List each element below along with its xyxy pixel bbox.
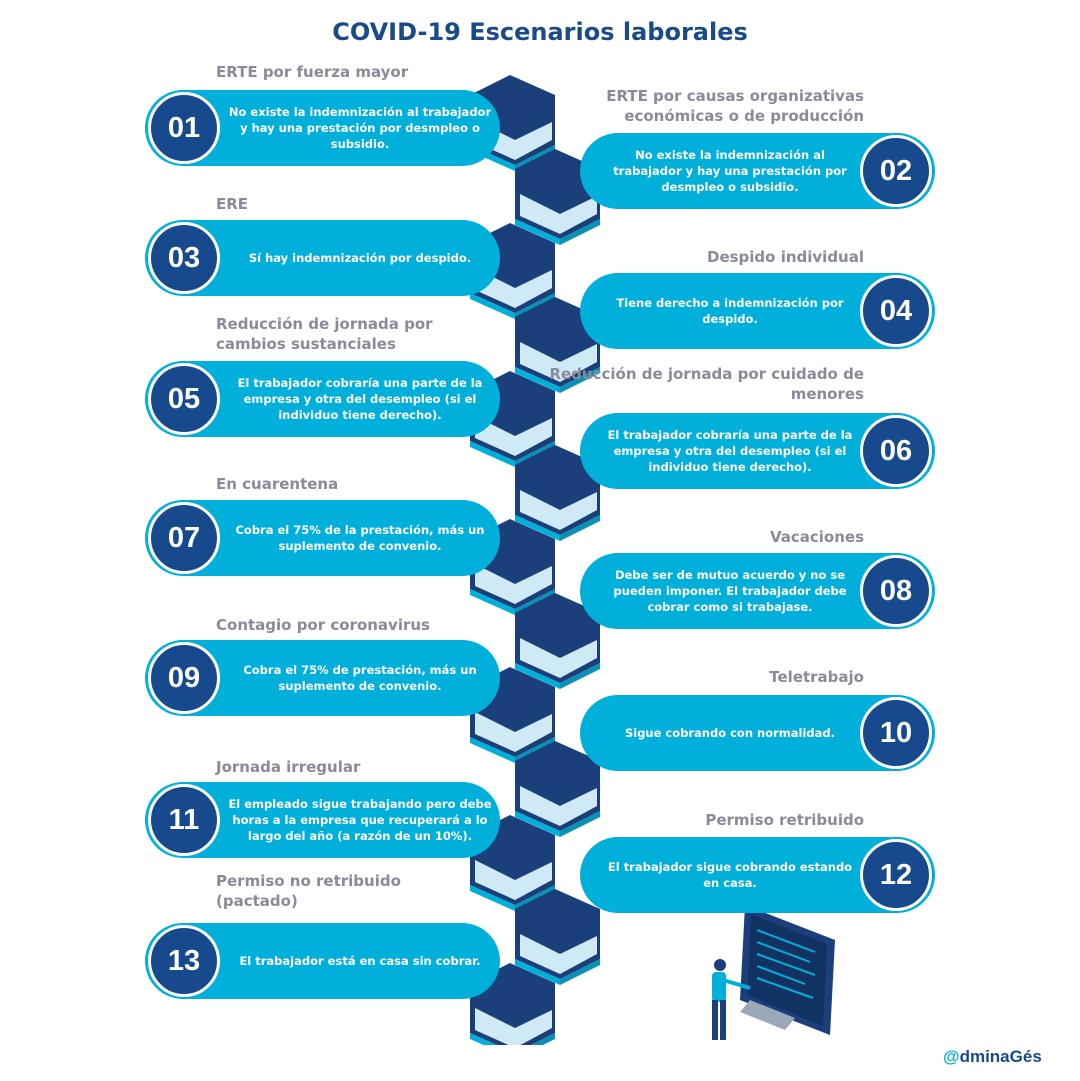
scenario-description: Debe ser de mutuo acuerdo y no se pueden… [613, 568, 847, 614]
scenario-title: Permiso no retribuido (pactado) [216, 872, 401, 910]
scenario-number: 10 [860, 697, 932, 769]
tower-floor-shape [520, 194, 597, 234]
scenario-description: Sigue cobrando con normalidad. [624, 726, 836, 740]
scenario-number: 08 [860, 555, 932, 627]
tower-floor-shape [560, 811, 600, 837]
scenario-description: El trabajador cobraría una parte de la e… [237, 376, 483, 422]
tower-floor-shape [470, 293, 515, 319]
tower-floor-shape [475, 1008, 552, 1045]
scenario-number: 09 [148, 642, 220, 714]
scenario-title: Permiso retribuido [705, 811, 864, 829]
scenario-number: 11 [148, 784, 220, 856]
scenario-description: El trabajador cobraría una parte de la e… [607, 428, 853, 474]
logo-text: dminaGés [959, 1047, 1042, 1066]
scenario-description: Tiene derecho a indemnización por despid… [616, 296, 844, 326]
scenario-card: 02 No existe la indemnización al trabajad… [580, 133, 935, 209]
tower-floor-shape [470, 589, 515, 615]
tower-floor-shape [470, 737, 515, 763]
scenario-title: Vacaciones [769, 528, 864, 546]
tower-floor-shape [515, 515, 560, 541]
tower-floor-shape [560, 515, 600, 541]
scenario-card: 07 Cobra el 75% de la prestación, más un … [145, 500, 500, 576]
scenario-card: 04 Tiene derecho a indemnización por desp… [580, 273, 935, 349]
tower-floor-shape [560, 219, 600, 245]
scenario-number: 12 [860, 839, 932, 911]
scenario-description: Cobra el 75% de la prestación, más un su… [235, 523, 485, 553]
tower-floor-shape [470, 441, 515, 467]
tower-floor-shape [475, 564, 552, 604]
scenario-title: ERTE por fuerza mayor [216, 63, 409, 81]
scenario-description: El empleado sigue trabajando pero debe h… [228, 797, 492, 843]
scenario-title: ERE [216, 195, 249, 213]
tower-floor-shape [531, 1033, 555, 1045]
tower-floor-shape [520, 342, 597, 382]
scenario-description: El trabajador sigue cobrando estando en … [607, 860, 853, 890]
page-title: COVID-19 Escenarios laborales [332, 18, 748, 46]
scenario-description: Cobra el 75% de prestación, más un suple… [243, 663, 477, 693]
scenario-description: No existe la indemnización al trabajador… [228, 105, 492, 151]
tower-floor-shape [470, 1033, 497, 1045]
scenario-title: Despido individual [707, 248, 864, 266]
scenario-number: 13 [148, 925, 220, 997]
scenario-number: 01 [148, 92, 220, 164]
scenario-card: 08 Debe ser de mutuo acuerdo y no se pued… [580, 553, 935, 629]
scenario-description: Sí hay indemnización por despido. [248, 251, 472, 265]
admina-ges-logo: @dminaGés [943, 1047, 1042, 1067]
tower-floor-shape [515, 663, 560, 689]
tower-floor-shape [560, 367, 600, 393]
scenario-description: El trabajador está en casa sin cobrar. [239, 954, 481, 968]
tower-floor-shape [515, 219, 560, 245]
tower-floor-shape [520, 490, 597, 530]
tower-floor-shape [470, 885, 515, 911]
scenario-number: 02 [860, 135, 932, 207]
tower-floor-shape [475, 416, 552, 456]
scenario-number: 03 [148, 222, 220, 294]
scenario-card: 13 El trabajador está en casa sin cobrar. [145, 923, 500, 999]
scenario-number: 07 [148, 502, 220, 574]
tower-floor-shape [560, 663, 600, 689]
scenario-title: Reducción de jornada por cambios sustanc… [216, 315, 433, 353]
tower-floor-shape [515, 367, 560, 393]
scenario-title: ERTE por causas organizativas económicas… [606, 87, 864, 125]
scenario-card: 09 Cobra el 75% de prestación, más un sup… [145, 640, 500, 716]
scenario-title: Contagio por coronavirus [216, 616, 430, 634]
scenario-title: Jornada irregular [216, 758, 361, 776]
tower-floor-shape [515, 959, 560, 985]
tower-floor-shape [560, 959, 600, 985]
scenario-description: No existe la indemnización al trabajador… [613, 148, 847, 194]
computer-user-illustration [712, 905, 835, 1040]
tower-floor-shape [515, 811, 560, 837]
scenario-number: 06 [860, 415, 932, 487]
scenario-card: 05 El trabajador cobraría una parte de la… [145, 361, 500, 437]
tower-floor-shape [520, 934, 597, 974]
scenario-title: Reducción de jornada por cuidado de meno… [549, 365, 864, 403]
scenario-card: 10 Sigue cobrando con normalidad. [580, 695, 935, 771]
tower-floor-shape [475, 712, 552, 752]
tower-floor-shape [475, 860, 552, 900]
scenario-title: En cuarentena [216, 475, 339, 493]
logo-at: @ [943, 1047, 960, 1066]
scenario-title: Teletrabajo [769, 668, 864, 686]
scenario-number: 04 [860, 275, 932, 347]
scenario-card: 03 Sí hay indemnización por despido. [145, 220, 500, 296]
tower-floor-shape [520, 638, 597, 678]
tower-floor-shape [520, 786, 597, 826]
scenario-number: 05 [148, 363, 220, 435]
